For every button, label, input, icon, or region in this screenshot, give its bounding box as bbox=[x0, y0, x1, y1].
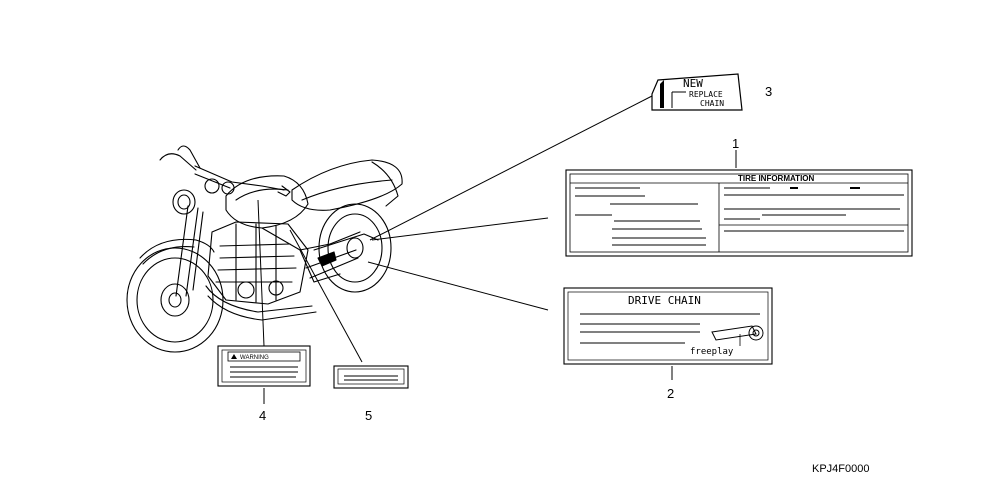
leader-lines bbox=[257, 95, 737, 404]
leader-line-4 bbox=[257, 199, 265, 347]
label-5-plate bbox=[333, 365, 409, 389]
diagram-code: KPJ4F0000 bbox=[812, 463, 869, 475]
tire-information-title: TIRE INFORMATION bbox=[738, 174, 815, 183]
label-3-line1: NEW bbox=[683, 77, 703, 90]
label-new-replace-chain: NEW REPLACE CHAIN bbox=[651, 73, 743, 111]
leader-line-3 bbox=[369, 95, 653, 241]
label-3-line3: CHAIN bbox=[700, 99, 724, 108]
leader-line-2 bbox=[367, 261, 549, 311]
label-warning: WARNING bbox=[217, 345, 311, 387]
drive-chain-note: freeplay bbox=[690, 347, 734, 357]
leader-line-1 bbox=[371, 217, 549, 241]
drive-chain-title: DRIVE CHAIN bbox=[628, 294, 701, 307]
callout-1: 1 bbox=[732, 136, 739, 151]
warning-title: WARNING bbox=[240, 355, 269, 361]
callout-5: 5 bbox=[365, 408, 372, 423]
motorcycle-illustration bbox=[126, 145, 403, 353]
callout-3: 3 bbox=[765, 84, 772, 99]
warning-triangle-icon bbox=[231, 354, 237, 359]
callout-numbers: 1 2 3 4 5 bbox=[259, 84, 772, 423]
callout-4: 4 bbox=[259, 408, 266, 423]
callout-2: 2 bbox=[667, 386, 674, 401]
label-3-line2: REPLACE bbox=[689, 90, 723, 99]
leader-line-5 bbox=[289, 229, 363, 363]
label-tire-information: TIRE INFORMATION bbox=[565, 169, 913, 257]
label-drive-chain: DRIVE CHAIN freeplay bbox=[563, 287, 773, 365]
